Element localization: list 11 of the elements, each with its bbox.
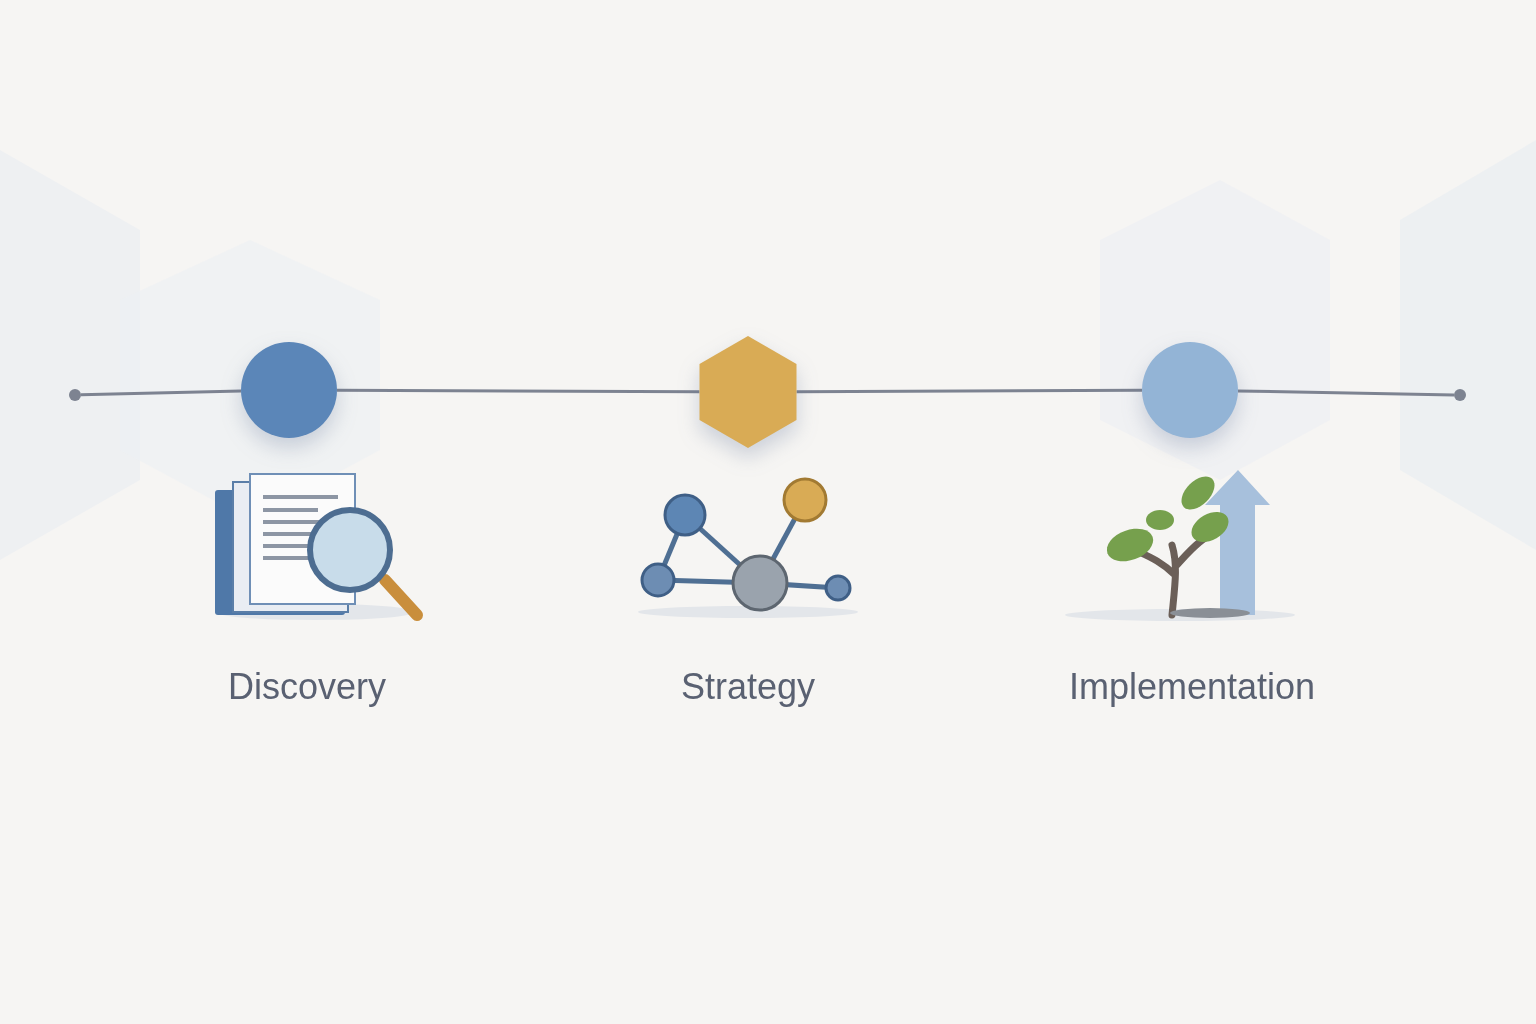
timeline-line bbox=[796, 388, 1142, 394]
timeline-line bbox=[337, 388, 700, 394]
end-dot bbox=[69, 389, 81, 401]
circle-marker bbox=[1142, 342, 1238, 438]
circle-marker bbox=[241, 342, 337, 438]
timeline-line bbox=[1237, 389, 1455, 397]
end-dot bbox=[1454, 389, 1466, 401]
timeline-line bbox=[80, 389, 242, 397]
stage-label: Strategy bbox=[680, 665, 816, 709]
stage-label: Implementation bbox=[1068, 665, 1316, 709]
stage-label: Discovery bbox=[228, 665, 386, 709]
